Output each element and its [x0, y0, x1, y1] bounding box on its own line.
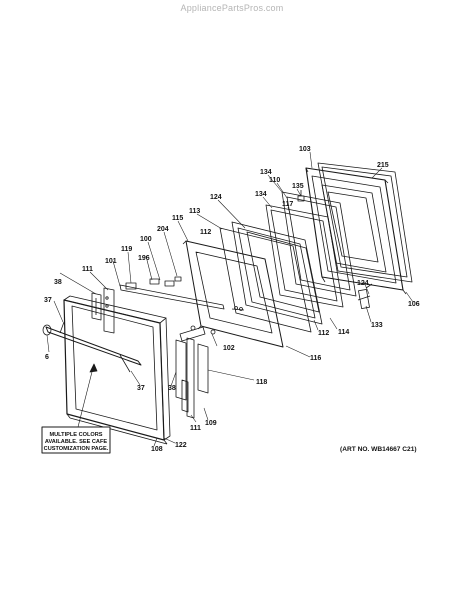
label-116: 116 [310, 355, 321, 362]
label-196: 196 [138, 255, 150, 262]
inner-glass-assembly [265, 191, 357, 308]
label-135: 135 [292, 183, 304, 190]
art-number: (ART NO. WB14667 C21) [340, 446, 417, 453]
label-100: 100 [140, 236, 152, 243]
label-117: 117 [282, 201, 293, 208]
label-106: 106 [408, 301, 420, 308]
side-bracket-102 [179, 325, 216, 342]
label-124: 124 [210, 194, 222, 201]
label-37: 37 [44, 297, 52, 304]
label-112: 112 [200, 229, 211, 236]
label-112b: 112 [318, 330, 329, 337]
window-frame [182, 240, 284, 348]
hinge-right [357, 283, 373, 309]
label-122: 122 [175, 442, 187, 449]
label-133: 133 [371, 322, 383, 329]
part-labels: 103 215 134 110 135 134 117 124 113 115 … [44, 146, 420, 453]
side-trims-right [175, 337, 209, 419]
label-134: 134 [260, 169, 272, 176]
multiple-colors-note: MULTIPLE COLORS AVAILABLE. SEE CAFE CUST… [41, 363, 111, 454]
label-103: 103 [299, 146, 311, 153]
label-119: 119 [121, 246, 132, 253]
label-204: 204 [157, 226, 169, 233]
label-134b: 134 [255, 191, 267, 198]
label-124b: 124 [357, 280, 369, 287]
label-109: 109 [205, 420, 217, 427]
label-101: 101 [105, 258, 117, 265]
label-38b: 38 [168, 385, 176, 392]
label-38: 38 [54, 279, 62, 286]
inner-door-frame [305, 167, 407, 295]
note-line-1: MULTIPLE COLORS [49, 432, 102, 438]
label-111b: 111 [190, 425, 201, 432]
label-37b: 37 [137, 385, 145, 392]
note-line-2: AVAILABLE. SEE CAFE [45, 439, 108, 445]
label-108: 108 [151, 446, 163, 453]
label-114: 114 [338, 329, 349, 336]
door-handle [42, 321, 142, 373]
note-line-3: CUSTOMIZATION PAGE. [44, 446, 109, 452]
glass-pack [231, 221, 323, 325]
label-111: 111 [82, 266, 93, 273]
door-gasket-215 [317, 162, 413, 283]
label-113: 113 [189, 208, 200, 215]
label-110: 110 [269, 177, 280, 184]
watermark: AppliancePartsPros.com [180, 3, 284, 13]
glass-panel-113 [219, 227, 312, 333]
label-102: 102 [223, 345, 235, 352]
label-118: 118 [256, 379, 267, 386]
label-6: 6 [45, 354, 49, 361]
label-215: 215 [377, 162, 389, 169]
outer-door-panel [63, 295, 171, 445]
leader-lines [46, 151, 414, 447]
label-115: 115 [172, 215, 183, 222]
door-top-trim [119, 276, 245, 311]
left-side-trim [91, 287, 115, 334]
